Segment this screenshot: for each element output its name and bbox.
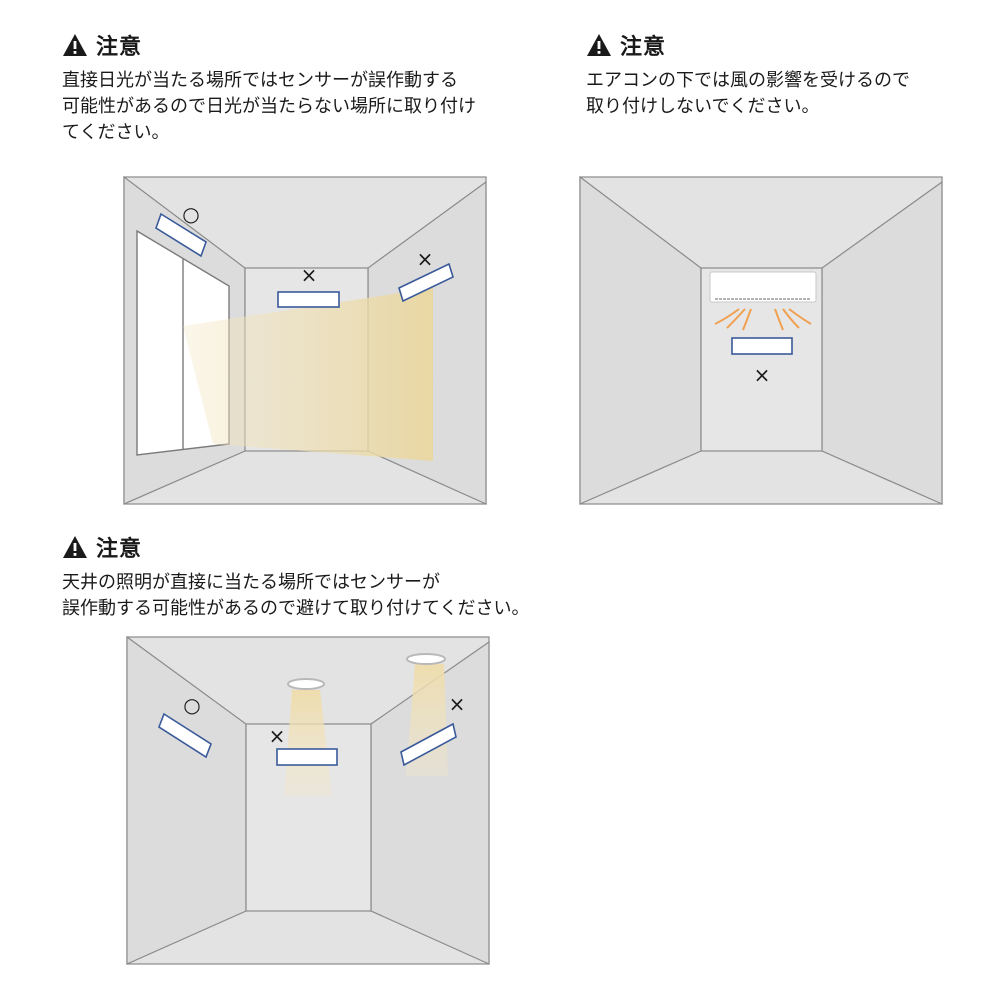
caution-air-conditioner: 注意 エアコンの下では風の影響を受けるので 取り付けしないでください。 <box>586 30 910 120</box>
caution-line: 取り付けしないでください。 <box>586 96 820 117</box>
sensor-ng-front <box>276 748 338 766</box>
warning-triangle-icon <box>63 536 87 558</box>
caution-title: 注意 <box>96 537 143 562</box>
caution-text: 直接日光が当たる場所ではセンサーが誤作動する 可能性があるので日光が当たらない場… <box>62 68 476 146</box>
illustration-ceiling-light-room: ○ × × <box>126 636 490 966</box>
illustration-aircon-room: × <box>579 176 943 506</box>
mark-ng: × <box>449 692 466 716</box>
sensor-ng-front <box>277 291 340 308</box>
ceiling-light-left <box>284 678 332 796</box>
caution-line: 誤作動する可能性があるので避けて取り付けてください。 <box>62 598 530 619</box>
warning-triangle-icon <box>587 34 611 56</box>
caution-text: エアコンの下では風の影響を受けるので 取り付けしないでください。 <box>586 68 910 120</box>
caution-line: てください。 <box>62 122 170 143</box>
caution-heading: 注意 <box>62 30 476 60</box>
caution-ceiling-light: 注意 天井の照明が直接に当たる場所ではセンサーが 誤作動する可能性があるので避け… <box>62 532 529 622</box>
sensor-ok <box>158 712 212 759</box>
air-conditioner <box>709 271 817 303</box>
illustration-sunlight-room: ○ × × <box>123 176 487 506</box>
sunlight-beam <box>183 288 433 461</box>
caution-heading: 注意 <box>586 30 910 60</box>
mark-ok: ○ <box>183 693 200 717</box>
mark-ng: × <box>417 247 434 271</box>
mark-ng: × <box>301 263 318 287</box>
mark-ok: ○ <box>182 202 199 226</box>
caution-title: 注意 <box>620 35 667 60</box>
caution-line: 直接日光が当たる場所ではセンサーが誤作動する <box>62 70 458 91</box>
room-walls <box>579 176 943 505</box>
mark-ng: × <box>269 724 286 748</box>
caution-line: 可能性があるので日光が当たらない場所に取り付け <box>62 96 476 117</box>
mark-ng: × <box>754 363 771 387</box>
caution-line: 天井の照明が直接に当たる場所ではセンサーが <box>62 572 440 593</box>
airflow-arrows <box>714 308 812 331</box>
caution-heading: 注意 <box>62 532 529 562</box>
caution-text: 天井の照明が直接に当たる場所ではセンサーが 誤作動する可能性があるので避けて取り… <box>62 570 529 622</box>
sensor-ng-right <box>400 722 457 767</box>
caution-title: 注意 <box>96 35 143 60</box>
warning-triangle-icon <box>63 34 87 56</box>
sensor-ng <box>731 337 793 355</box>
sensor-ng-right <box>398 262 454 303</box>
sensor-ok <box>155 212 207 258</box>
caution-line: エアコンの下では風の影響を受けるので <box>586 70 910 91</box>
caution-sunlight: 注意 直接日光が当たる場所ではセンサーが誤作動する 可能性があるので日光が当たら… <box>62 30 476 146</box>
